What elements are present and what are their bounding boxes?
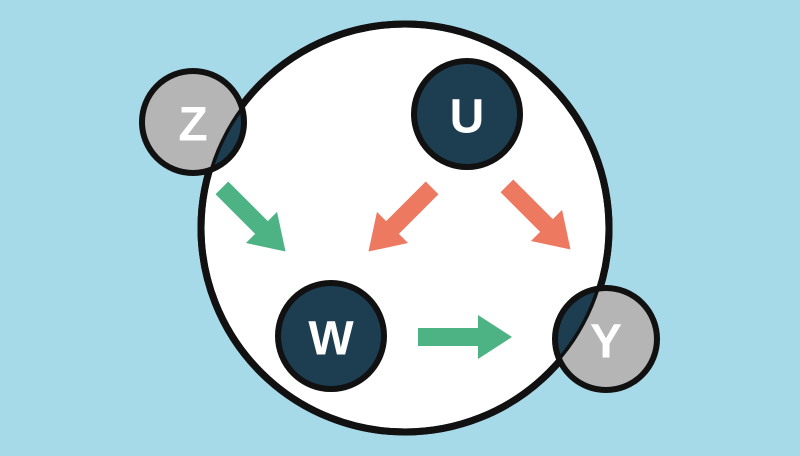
node-y-label: Y xyxy=(590,316,622,369)
node-u-circle xyxy=(411,58,523,170)
arrow-z-to-w xyxy=(215,181,286,252)
node-z-outer-fill xyxy=(142,71,244,173)
node-w-circle xyxy=(275,280,387,392)
node-w-label: W xyxy=(308,313,354,366)
arrow-u-to-w xyxy=(368,181,439,252)
system-boundary-arc xyxy=(197,20,613,436)
node-z-label: Z xyxy=(178,99,207,152)
arrow-shape xyxy=(215,181,286,252)
arrow-shape xyxy=(368,181,439,252)
arrow-shape xyxy=(500,179,571,250)
node-z-ring xyxy=(139,68,247,176)
node-y-ring xyxy=(552,285,660,393)
node-y-outer-fill xyxy=(555,288,657,390)
arrow-u-to-y xyxy=(500,179,571,250)
arrow-w-to-y xyxy=(418,315,512,359)
arrow-shape xyxy=(418,315,512,359)
node-u-label: U xyxy=(450,91,485,144)
